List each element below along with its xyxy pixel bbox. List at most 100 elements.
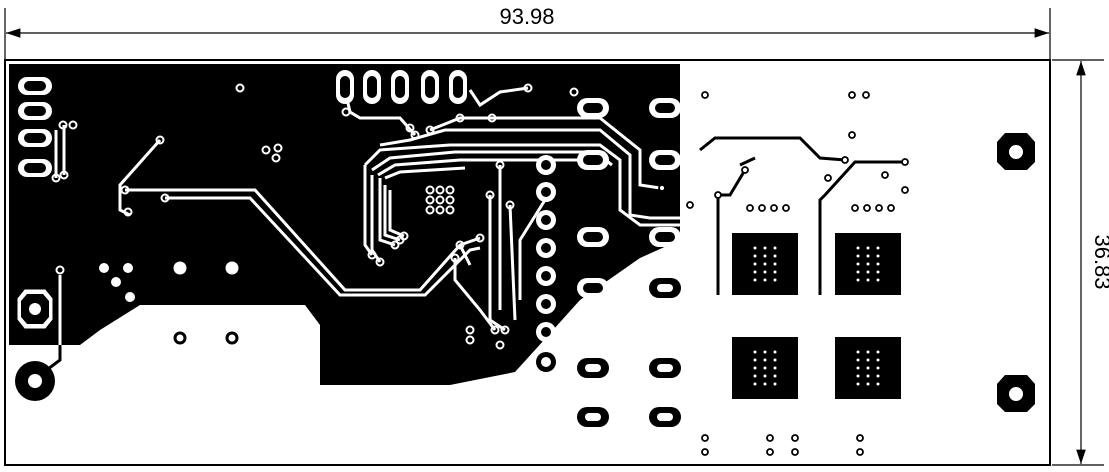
thermal-via — [856, 246, 860, 250]
thermal-via — [763, 374, 767, 378]
thermal-via — [876, 366, 880, 370]
thermal-via — [866, 366, 870, 370]
thermal-via — [763, 278, 767, 282]
via — [686, 201, 694, 209]
slot-pad-hole — [583, 103, 603, 113]
via — [435, 205, 445, 215]
via — [881, 171, 889, 179]
via — [59, 170, 69, 180]
height-dimension: 36.83 — [1052, 59, 1109, 466]
via — [455, 113, 465, 123]
slot-pad-hole — [657, 284, 673, 292]
via — [155, 135, 165, 145]
via — [367, 250, 377, 260]
via — [425, 185, 435, 195]
thermal-via — [866, 254, 870, 258]
via — [273, 143, 283, 153]
slot-pad-hole — [583, 155, 603, 165]
via — [701, 448, 709, 456]
thermal-via — [866, 358, 870, 362]
via — [445, 185, 455, 195]
via — [875, 204, 883, 212]
via — [450, 253, 460, 263]
via — [435, 195, 445, 205]
via — [487, 113, 497, 123]
j2-pad-hole — [340, 76, 350, 98]
via — [701, 434, 709, 442]
j1-pad-hole — [24, 163, 46, 173]
mounting-hole-bottom-left — [15, 361, 55, 401]
via — [851, 204, 859, 212]
thermal-via — [866, 278, 870, 282]
thermal-via — [876, 278, 880, 282]
via — [595, 295, 605, 305]
mounting-hole-top-right — [997, 133, 1035, 170]
thermal-via — [763, 254, 767, 258]
thermal-via — [876, 382, 880, 386]
mounting-hole-left — [14, 286, 56, 332]
connector-j1-pads — [18, 77, 52, 177]
thermal-via — [866, 382, 870, 386]
thermal-via — [876, 358, 880, 362]
via — [410, 130, 420, 140]
via — [848, 131, 856, 139]
via — [495, 160, 505, 170]
vias-on-pour — [51, 83, 605, 350]
slot-pad-hole — [657, 364, 673, 372]
via — [390, 240, 400, 250]
thermal-via — [763, 350, 767, 354]
via — [465, 325, 475, 335]
thermal-via — [866, 246, 870, 250]
via — [425, 195, 435, 205]
slot-pad-hole — [655, 103, 675, 113]
thermal-via — [773, 366, 777, 370]
via — [455, 240, 465, 250]
via — [901, 186, 909, 194]
open-traces — [39, 136, 905, 377]
thermal-via — [763, 270, 767, 274]
thermal-via — [856, 262, 860, 266]
j2-pad-hole — [425, 76, 435, 98]
mounting-hole-bottom-right — [997, 375, 1035, 412]
via — [766, 434, 774, 442]
thermal-via — [753, 374, 757, 378]
thermal-via — [773, 278, 777, 282]
thermal-via — [753, 358, 757, 362]
via — [490, 325, 500, 335]
mounting-holes — [14, 133, 1035, 412]
via — [405, 123, 415, 133]
slot-pad-hole — [655, 232, 675, 242]
header-pad-hole — [541, 243, 551, 253]
thermal-via — [773, 262, 777, 266]
via — [485, 190, 495, 200]
via — [261, 145, 271, 155]
j2-pad-hole — [453, 76, 463, 98]
height-label: 36.83 — [1090, 234, 1109, 289]
ic-pads — [732, 233, 901, 399]
via — [741, 166, 749, 174]
slot-pad-hole — [585, 364, 601, 372]
header-pad-hole — [541, 271, 551, 281]
slot-pad-hole — [657, 413, 673, 421]
via — [445, 205, 455, 215]
via — [160, 193, 170, 203]
round-header-pads — [536, 155, 556, 372]
via — [68, 120, 78, 130]
via — [375, 257, 385, 267]
j1-pad-hole — [24, 133, 46, 143]
via — [475, 233, 485, 243]
via — [341, 107, 351, 117]
via — [58, 120, 68, 130]
thermal-via — [773, 358, 777, 362]
via — [841, 156, 849, 164]
via — [782, 204, 790, 212]
j1-pad-hole — [24, 81, 46, 91]
header-pad-hole — [541, 327, 551, 337]
thermal-via — [763, 246, 767, 250]
thermal-via — [753, 254, 757, 258]
thermal-via — [856, 278, 860, 282]
thermal-via — [753, 278, 757, 282]
j1-pad-hole — [24, 106, 46, 116]
via — [399, 231, 409, 241]
thermal-via — [773, 382, 777, 386]
